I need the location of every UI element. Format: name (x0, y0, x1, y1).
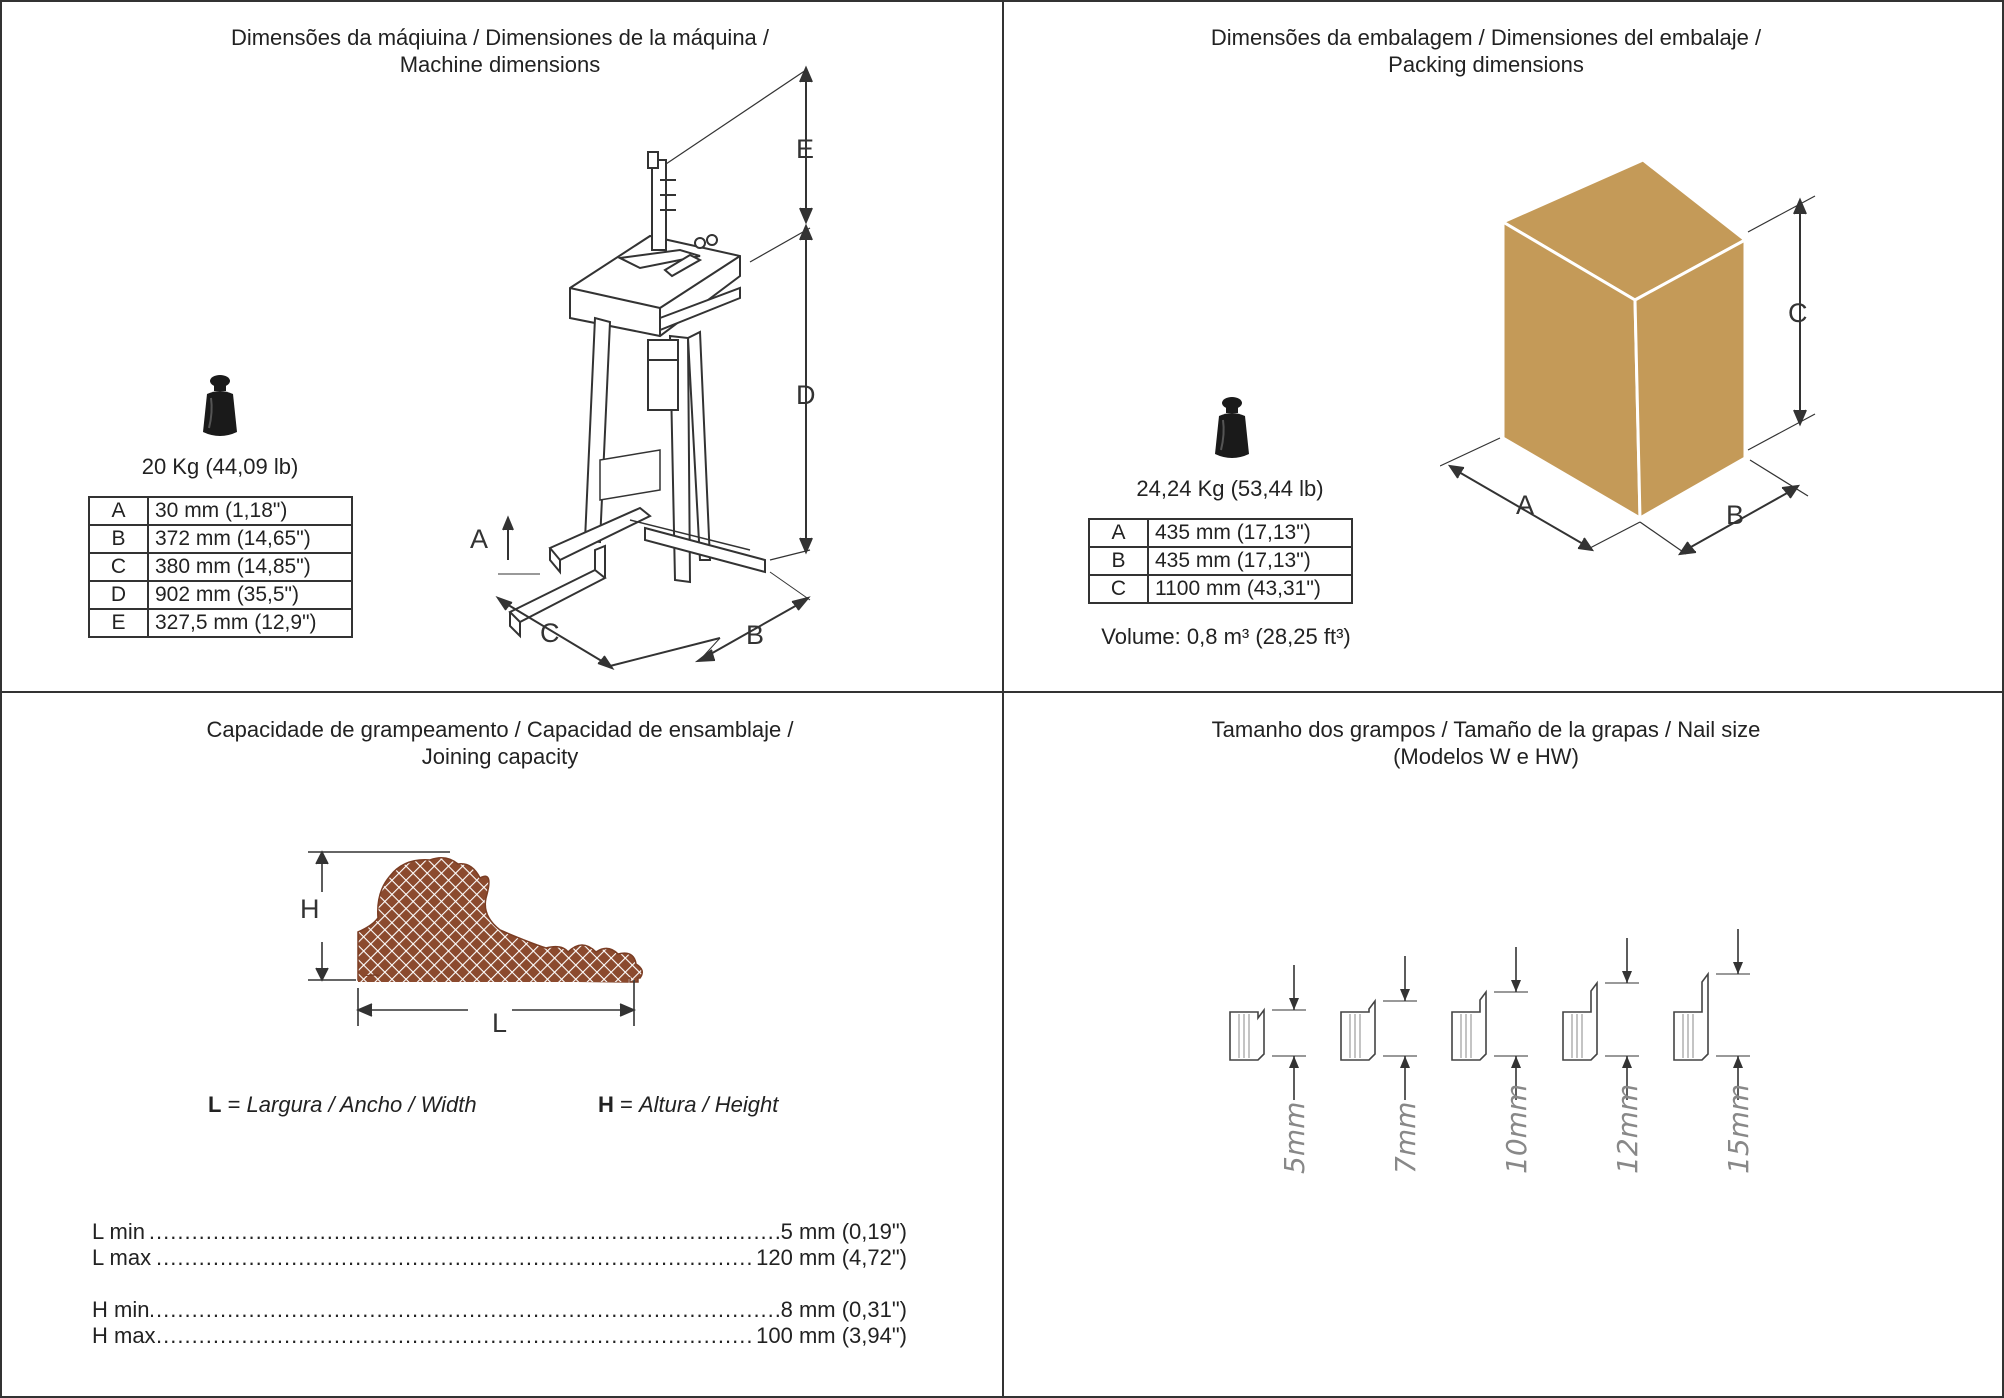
dim-value: 372 mm (14,65") (147, 524, 353, 554)
dim-label-e: E (796, 134, 815, 164)
legend-height-text: Altura / Height (638, 1092, 779, 1117)
profile-label-h: H (300, 894, 320, 924)
horizontal-divider (0, 691, 2004, 693)
packing-volume: Volume: 0,8 m³ (28,25 ft³) (1101, 624, 1351, 649)
dim-label-d: D (796, 380, 816, 410)
nail-sizes-drawing: 5mm 7mm 10mm 12mm 15mm (1229, 929, 1755, 1174)
nail-title-line1: Tamanho dos grampos / Tamaño de la grapa… (1211, 717, 1761, 742)
dim-key: B (88, 524, 149, 554)
dim-value: 327,5 mm (12,9") (147, 608, 353, 638)
spec-value: 100 mm (3,94") (754, 1323, 907, 1349)
spec-row: H max 100 mm (3,94") ...................… (92, 1323, 907, 1349)
weight-icon (1215, 397, 1249, 458)
legend-width-eq: = (221, 1092, 247, 1117)
joining-title: Capacidade de grampeamento / Capacidad d… (100, 716, 900, 770)
dim-value: 902 mm (35,5") (147, 580, 353, 610)
joining-title-line1: Capacidade de grampeamento / Capacidad d… (206, 717, 794, 742)
spec-leader-dots: ........................................… (92, 1219, 907, 1244)
spec-label: L max (92, 1245, 154, 1271)
dim-value: 380 mm (14,85") (147, 552, 353, 582)
machine-title-line1: Dimensões da máqiuina / Dimensiones de l… (230, 25, 770, 50)
legend-height-eq: = (613, 1092, 639, 1117)
dim-key: C (88, 552, 149, 582)
nail-size-label: 10mm (1500, 1084, 1533, 1174)
dim-key: A (88, 496, 149, 526)
dim-key: E (88, 608, 149, 638)
packing-title-line2: Packing dimensions (1388, 52, 1584, 77)
box-label-b: B (1726, 500, 1745, 530)
nail-size-label: 12mm (1611, 1084, 1644, 1174)
packing-title: Dimensões da embalagem / Dimensiones del… (1086, 24, 1886, 78)
nail-size-label: 7mm (1389, 1102, 1422, 1174)
spec-leader-dots: ........................................… (92, 1297, 907, 1322)
nail-staple-5mm: 5mm (1229, 965, 1311, 1174)
spec-row: L max 120 mm (4,72") ...................… (92, 1245, 907, 1271)
box-label-a: A (1516, 490, 1535, 520)
legend-height: H = Altura / Height (598, 1092, 778, 1118)
nail-size-label: 15mm (1722, 1084, 1755, 1174)
machine-weight: 20 Kg (44,09 lb) (141, 454, 299, 479)
nail-staple-15mm: 15mm (1673, 929, 1755, 1174)
spec-value: 120 mm (4,72") (754, 1245, 907, 1271)
spec-label: H min (92, 1297, 152, 1323)
legend-height-key: H (598, 1092, 614, 1117)
box-right-face (1633, 237, 1747, 521)
dim-value: 435 mm (17,13") (1147, 546, 1353, 576)
dim-key: D (88, 580, 149, 610)
dim-key: C (1088, 574, 1149, 604)
nail-staple-12mm: 12mm (1562, 938, 1644, 1174)
dim-key: A (1088, 518, 1149, 548)
dim-label-c: C (540, 618, 560, 648)
spec-value: 5 mm (0,19") (778, 1219, 907, 1245)
nail-size-label: 5mm (1278, 1102, 1311, 1174)
legend-width: L = Largura / Ancho / Width (208, 1092, 477, 1118)
packing-title-line1: Dimensões da embalagem / Dimensiones del… (1210, 25, 1762, 50)
dim-value: 30 mm (1,18") (147, 496, 353, 526)
nail-title-line2: (Modelos W e HW) (1393, 744, 1579, 769)
joining-spec-list: L min 5 mm (0,19") .....................… (92, 1219, 907, 1349)
profile-label-l: L (492, 1008, 508, 1038)
packing-weight: 24,24 Kg (53,44 lb) (1136, 476, 1324, 501)
vertical-divider (1002, 0, 1004, 1398)
nail-staple-7mm: 7mm (1340, 956, 1422, 1174)
nail-staple-10mm: 10mm (1451, 947, 1533, 1174)
spec-label: L min (92, 1219, 147, 1245)
legend-width-key: L (208, 1092, 222, 1117)
dim-value: 435 mm (17,13") (1147, 518, 1353, 548)
joining-title-line2: Joining capacity (421, 744, 579, 769)
weight-icon (203, 375, 237, 436)
spec-row: H min 8 mm (0,31") .....................… (92, 1297, 907, 1323)
machine-drawing (495, 65, 813, 670)
spec-row: L min 5 mm (0,19") .....................… (92, 1219, 907, 1245)
box-label-c: C (1788, 298, 1808, 328)
spec-value: 8 mm (0,31") (778, 1297, 907, 1323)
profile-section (357, 857, 643, 983)
nail-title: Tamanho dos grampos / Tamaño de la grapa… (1086, 716, 1886, 770)
machine-title: Dimensões da máqiuina / Dimensiones de l… (100, 24, 900, 78)
dim-label-a: A (470, 524, 489, 554)
dim-key: B (1088, 546, 1149, 576)
legend-width-text: Largura / Ancho / Width (246, 1092, 477, 1117)
machine-title-line2: Machine dimensions (399, 52, 601, 77)
dim-value: 1100 mm (43,31") (1147, 574, 1353, 604)
spec-label: H max (92, 1323, 158, 1349)
profile-drawing (308, 850, 643, 1026)
spec-spacer (92, 1271, 907, 1297)
dim-label-b: B (746, 620, 765, 650)
packing-box-drawing (1440, 158, 1816, 556)
